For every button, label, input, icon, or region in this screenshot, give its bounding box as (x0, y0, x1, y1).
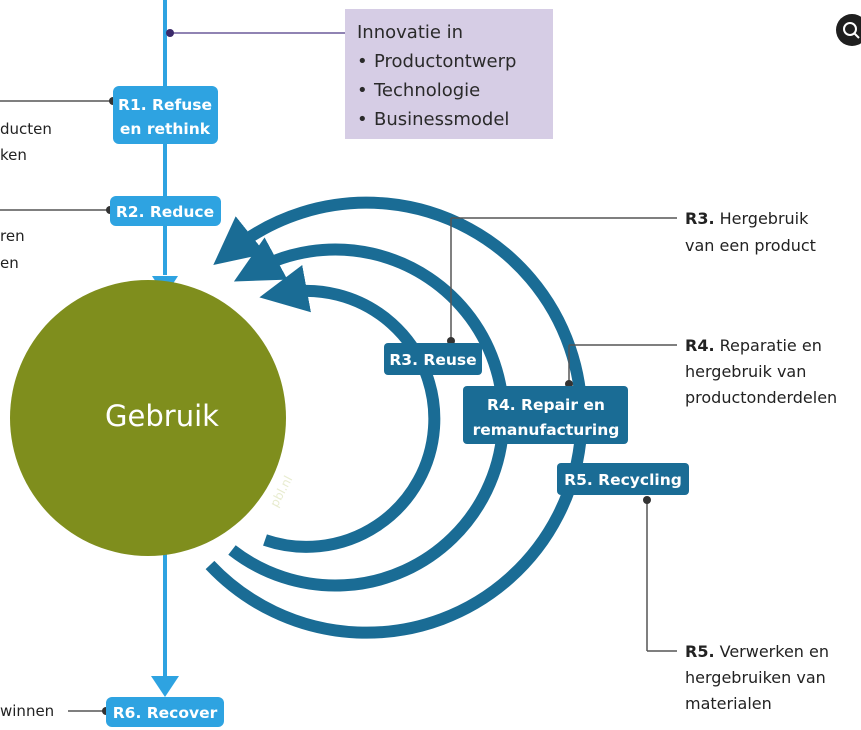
innovation-bullet-2: • (357, 80, 368, 101)
r1-label-2: en rethink (120, 120, 211, 138)
r4-label-2: remanufacturing (473, 421, 620, 439)
flow-arrow-into-recover (151, 676, 179, 697)
r3-description-line2: van een product (685, 236, 816, 255)
r2-label: R2. Reduce (116, 203, 214, 221)
r1-left-text-2: ken (0, 146, 27, 164)
r4-description-line3: productonderdelen (685, 388, 837, 407)
r6-left-text: winnen (0, 702, 54, 720)
r5-description-line1: R5. Verwerken en (685, 642, 829, 661)
r5-box (557, 463, 689, 495)
r2-left-text-1: ren (0, 227, 25, 245)
innovation-bullet-3: • (357, 109, 368, 130)
usage-circle (10, 280, 286, 556)
r1-box (113, 86, 218, 144)
innovation-box (345, 9, 553, 139)
r4-label-1: R4. Repair en (487, 396, 605, 414)
r3-loop (259, 265, 441, 553)
r5-label: R5. Recycling (564, 471, 682, 489)
r1-left-text-1: ducten (0, 120, 52, 138)
r5-description-line2: hergebruiken van (685, 668, 826, 687)
r1-label-1: R1. Refuse (118, 96, 212, 114)
innovation-item-technologie: Technologie (373, 80, 480, 101)
r4-box (463, 386, 628, 444)
lens-icon[interactable] (836, 14, 861, 46)
innovation-bullet-1: • (357, 51, 368, 72)
innovation-item-businessmodel: Businessmodel (374, 109, 509, 130)
innovation-item-productontwerp: Productontwerp (374, 51, 516, 72)
r3-description-line1: R3. Hergebruik (685, 209, 809, 228)
r6-box (106, 697, 224, 727)
r2-box (110, 196, 221, 226)
r4-description-line2: hergebruik van (685, 362, 806, 381)
r5-description-line3: materialen (685, 694, 772, 713)
r3-label: R3. Reuse (389, 351, 476, 369)
innovation-title: Innovatie in (357, 22, 463, 43)
r4-description-line1: R4. Reparatie en (685, 336, 822, 355)
r5-connector-dot (643, 496, 651, 504)
r3-box (384, 343, 482, 375)
usage-label: Gebruik (105, 399, 219, 433)
innovation-connector-dot (166, 29, 174, 37)
r6-label: R6. Recover (113, 704, 218, 722)
r2-left-text-2: en (0, 254, 19, 272)
